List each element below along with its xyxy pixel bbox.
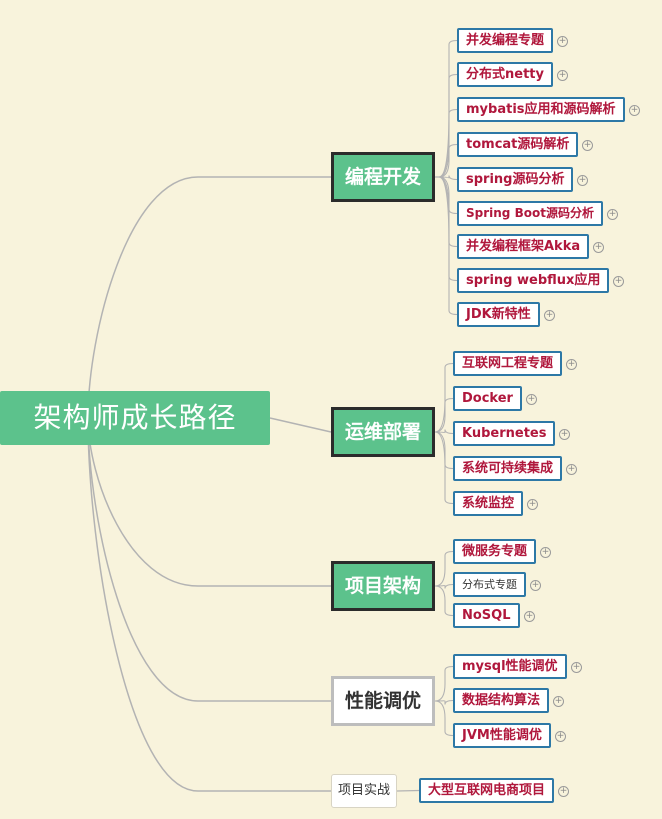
connector-line (269, 417, 332, 433)
leaf-monitoring[interactable]: 系统监控 (453, 491, 524, 516)
plus-circle-icon[interactable]: + (544, 309, 555, 321)
connector-line (434, 699, 454, 705)
root-topic[interactable]: 架构师成长路径 (0, 391, 270, 445)
leaf-microservices[interactable]: 微服务专题 (453, 539, 537, 564)
leaf-jdk[interactable]: JDK新特性 (457, 302, 540, 327)
leaf-concurrency[interactable]: 并发编程专题 (457, 28, 554, 53)
leaf-internet-engineering[interactable]: 互联网工程专题 (453, 351, 563, 376)
connector-line (396, 789, 420, 792)
connector-line (438, 176, 458, 316)
connector-line (434, 550, 454, 587)
leaf-mybatis[interactable]: mybatis应用和源码解析 (457, 97, 625, 122)
plus-circle-icon[interactable]: + (559, 428, 570, 440)
plus-circle-icon[interactable]: + (526, 393, 537, 405)
connector-line (434, 583, 454, 589)
plus-circle-icon[interactable]: + (553, 695, 564, 707)
leaf-mysql[interactable]: mysql性能调优 (453, 654, 567, 679)
connector-line (434, 362, 454, 433)
branch-project-practice[interactable]: 项目实战 (331, 774, 397, 808)
plus-circle-icon[interactable]: + (582, 139, 593, 151)
connector-line (87, 417, 331, 702)
connector-line (438, 175, 458, 181)
branch-programming[interactable]: 编程开发 (331, 152, 435, 202)
leaf-docker[interactable]: Docker (453, 386, 522, 411)
leaf-netty[interactable]: 分布式netty (457, 62, 553, 87)
plus-circle-icon[interactable]: + (527, 498, 538, 510)
plus-circle-icon[interactable]: + (524, 610, 535, 622)
connector-line (438, 73, 458, 178)
leaf-ecommerce[interactable]: 大型互联网电商项目 (419, 778, 555, 803)
connector-line (434, 665, 454, 702)
connector-line (87, 417, 331, 792)
leaf-akka[interactable]: 并发编程框架Akka (457, 234, 590, 259)
leaf-distributed[interactable]: 分布式专题 (453, 572, 526, 597)
connector-line (438, 143, 458, 178)
connector-line (434, 700, 454, 737)
plus-circle-icon[interactable]: + (557, 35, 568, 47)
plus-circle-icon[interactable]: + (571, 661, 582, 673)
leaf-nosql[interactable]: NoSQL (453, 603, 520, 628)
branch-architecture[interactable]: 项目架构 (331, 561, 435, 611)
plus-circle-icon[interactable]: + (555, 730, 566, 742)
plus-circle-icon[interactable]: + (629, 104, 640, 116)
leaf-spring[interactable]: spring源码分析 (457, 167, 574, 192)
leaf-springboot[interactable]: Spring Boot源码分析 (457, 201, 603, 226)
leaf-webflux[interactable]: spring webflux应用 (457, 268, 610, 293)
plus-circle-icon[interactable]: + (566, 358, 577, 370)
leaf-jvm[interactable]: JVM性能调优 (453, 723, 551, 748)
connector-line (434, 429, 454, 435)
plus-circle-icon[interactable]: + (558, 785, 569, 797)
plus-circle-icon[interactable]: + (607, 208, 618, 220)
plus-circle-icon[interactable]: + (557, 69, 568, 81)
connector-line (434, 431, 454, 505)
plus-circle-icon[interactable]: + (593, 241, 604, 253)
leaf-ci[interactable]: 系统可持续集成 (453, 456, 563, 481)
plus-circle-icon[interactable]: + (540, 546, 551, 558)
connector-line (87, 176, 331, 419)
leaf-tomcat[interactable]: tomcat源码解析 (457, 132, 579, 157)
connector-line (434, 585, 454, 617)
plus-circle-icon[interactable]: + (566, 463, 577, 475)
branch-performance[interactable]: 性能调优 (331, 676, 435, 726)
branch-devops[interactable]: 运维部署 (331, 407, 435, 457)
plus-circle-icon[interactable]: + (577, 174, 588, 186)
leaf-algorithms[interactable]: 数据结构算法 (453, 688, 550, 713)
plus-circle-icon[interactable]: + (613, 275, 624, 287)
connector-line (438, 108, 458, 178)
connector-line (434, 397, 454, 433)
leaf-kubernetes[interactable]: Kubernetes (453, 421, 556, 446)
plus-circle-icon[interactable]: + (530, 579, 541, 591)
